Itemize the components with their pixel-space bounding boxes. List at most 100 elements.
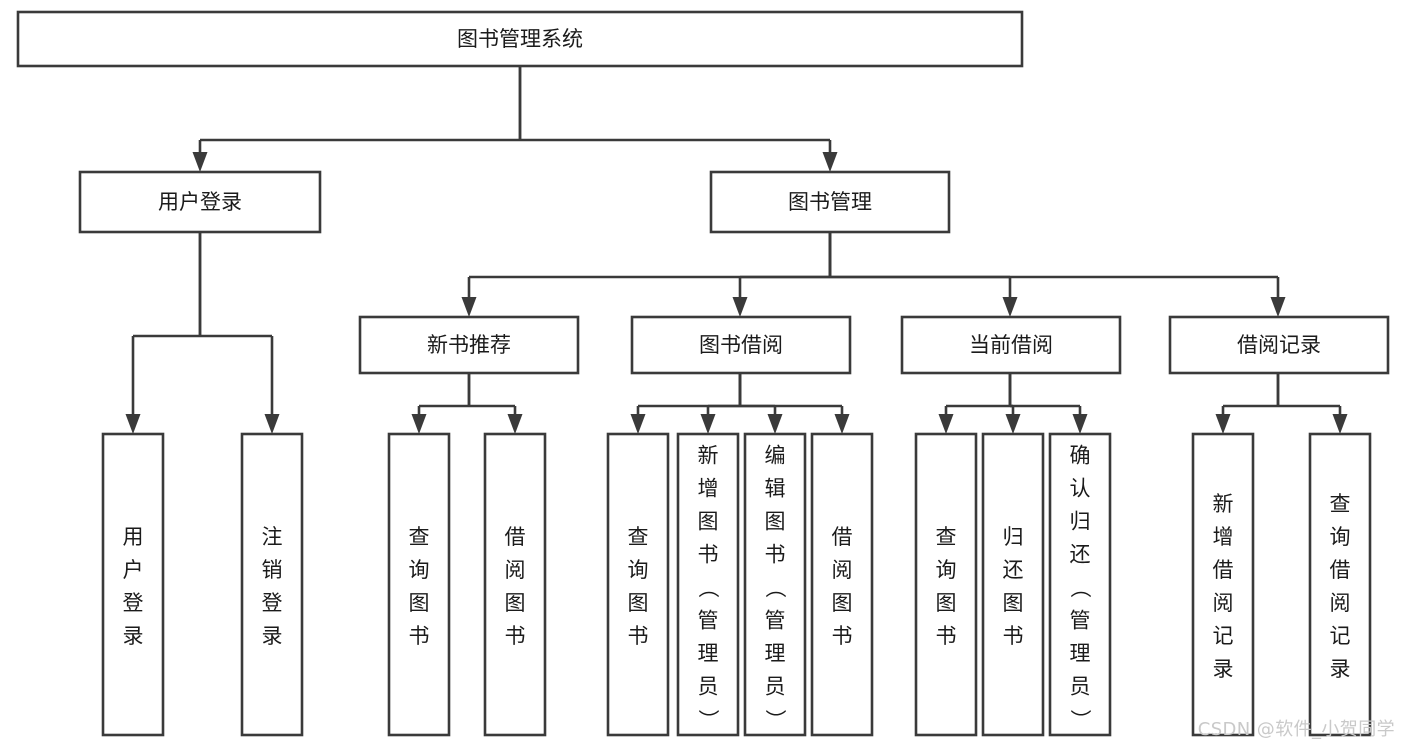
connector-leaf-query-book-1 — [411, 373, 471, 434]
node-label: 图书管理 — [788, 190, 872, 214]
node-current-borrow[interactable]: 当前借阅 — [900, 315, 1122, 375]
node-label-char: 归 — [1003, 525, 1024, 549]
node-label-char: 录 — [262, 624, 283, 648]
node-label: 借阅记录 — [1237, 333, 1321, 357]
node-label-char: 查 — [628, 525, 649, 549]
node-label-char: 借 — [505, 525, 526, 549]
node-label-char: 图 — [628, 591, 649, 615]
node-label-char: 增 — [698, 477, 719, 501]
node-label-char: 员 — [698, 675, 719, 699]
node-label-char: 书 — [765, 543, 786, 567]
node-box — [1191, 432, 1255, 737]
node-box — [676, 432, 740, 737]
node-box — [914, 432, 978, 737]
node-label-char: 书 — [936, 624, 957, 648]
node-box — [483, 432, 547, 737]
node-label-char: 阅 — [505, 558, 526, 582]
node-borrow-record[interactable]: 借阅记录 — [1168, 315, 1390, 375]
node-label-char: 图 — [832, 591, 853, 615]
node-label-char: 还 — [1003, 558, 1024, 582]
node-label-char: 书 — [698, 543, 719, 567]
node-user-login[interactable]: 用户登录 — [78, 170, 322, 234]
node-label: 图书管理系统 — [457, 27, 583, 51]
node-new-book-rec[interactable]: 新书推荐 — [358, 315, 580, 375]
node-label-char: 员 — [765, 675, 786, 699]
connector-book-borrow — [732, 232, 832, 317]
connector-leaf-edit-book — [738, 373, 783, 434]
node-book-borrow[interactable]: 图书借阅 — [630, 315, 852, 375]
node-label-char: 图 — [765, 510, 786, 534]
node-leaf-user-login[interactable]: 用户登录 — [101, 432, 165, 737]
node-box — [240, 432, 304, 737]
node-label-char: 图 — [505, 591, 526, 615]
node-label-char: 录 — [1213, 657, 1234, 681]
node-label-char: 阅 — [832, 558, 853, 582]
node-label-char: 理 — [698, 642, 719, 666]
node-label: 新书推荐 — [427, 333, 511, 357]
node-label-char: 用 — [123, 525, 144, 549]
node-box — [606, 432, 670, 737]
node-label-char: 阅 — [1213, 591, 1234, 615]
node-label-char: ） — [763, 709, 787, 730]
node-box — [16, 10, 1024, 68]
node-book-manage[interactable]: 图书管理 — [709, 170, 951, 234]
node-label-char: 新 — [1213, 492, 1234, 516]
node-label-char: 询 — [936, 558, 957, 582]
connector-leaf-add-record — [1215, 373, 1280, 434]
node-label-char: 书 — [832, 624, 853, 648]
connector-leaf-return-book — [1005, 373, 1021, 434]
node-label-char: 还 — [1070, 543, 1091, 567]
node-label-char: 录 — [1330, 657, 1351, 681]
node-box — [1308, 432, 1372, 737]
node-box — [810, 432, 874, 737]
node-label-char: 书 — [628, 624, 649, 648]
connector-leaf-user-login — [125, 232, 202, 434]
node-label-char: 查 — [1330, 492, 1351, 516]
node-label-char: 户 — [123, 558, 144, 582]
node-label-char: 借 — [1213, 558, 1234, 582]
node-box — [358, 315, 580, 375]
node-label-char: 询 — [628, 558, 649, 582]
node-root[interactable]: 图书管理系统 — [16, 10, 1024, 68]
node-label-char: 认 — [1070, 477, 1091, 501]
node-label-char: 阅 — [1330, 591, 1351, 615]
node-label: 用户登录 — [158, 190, 242, 214]
connector-leaf-borrow-book-1 — [467, 373, 523, 434]
connector-leaf-query-book-2 — [630, 373, 742, 434]
node-label-char: 图 — [1003, 591, 1024, 615]
node-label-char: 图 — [698, 510, 719, 534]
node-label-char: 归 — [1070, 510, 1091, 534]
node-box — [743, 432, 807, 737]
node-label-char: 管 — [765, 609, 786, 633]
node-label-char: ） — [696, 709, 720, 730]
node-label-char: 图 — [409, 591, 430, 615]
node-label-char: 借 — [832, 525, 853, 549]
node-label-char: 增 — [1213, 525, 1234, 549]
node-label: 图书借阅 — [699, 333, 783, 357]
connector-user-login — [192, 66, 522, 172]
node-label-char: 录 — [123, 624, 144, 648]
connector-leaf-confirm-return — [1008, 373, 1088, 434]
node-label-char: 询 — [409, 558, 430, 582]
node-label-char: 员 — [1070, 675, 1091, 699]
node-label-char: 查 — [936, 525, 957, 549]
node-label-char: 图 — [936, 591, 957, 615]
node-box — [1168, 315, 1390, 375]
connector-leaf-borrow-book-2 — [738, 373, 850, 434]
node-label-char: 管 — [1070, 609, 1091, 633]
node-label-char: 销 — [262, 558, 283, 582]
node-box — [630, 315, 852, 375]
node-label-char: 登 — [262, 591, 283, 615]
